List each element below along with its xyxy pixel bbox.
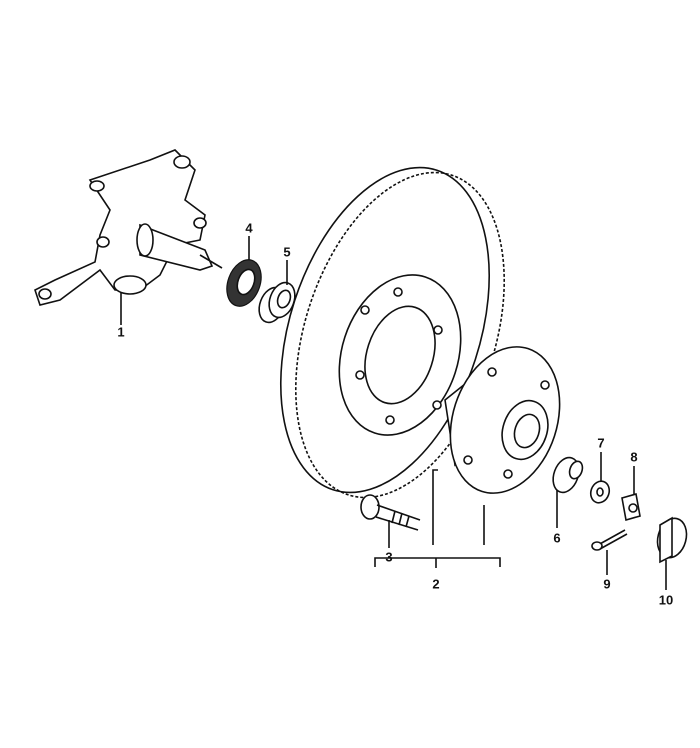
callout-4: 4 (245, 220, 253, 236)
leader-lines (120, 236, 667, 590)
callout-3: 3 (385, 549, 393, 565)
callout-10: 10 (658, 592, 674, 608)
callout-2: 2 (432, 576, 440, 592)
callout-5: 5 (283, 244, 291, 260)
part-hub-bolt (360, 494, 421, 531)
part-nut (621, 492, 641, 522)
callout-7: 7 (597, 435, 605, 451)
callout-6: 6 (553, 530, 561, 546)
callout-8: 8 (630, 449, 638, 465)
part-brake-disc (279, 166, 506, 499)
part-cotter-pin (591, 529, 628, 551)
callout-1: 1 (117, 324, 125, 340)
part-grease-cap (656, 516, 688, 564)
part-outer-bearing (552, 456, 584, 494)
part-steering-knuckle (34, 149, 223, 306)
callout-9: 9 (603, 576, 611, 592)
part-washer (589, 480, 611, 504)
part-hub (444, 346, 561, 494)
part-oil-seal (226, 259, 262, 307)
